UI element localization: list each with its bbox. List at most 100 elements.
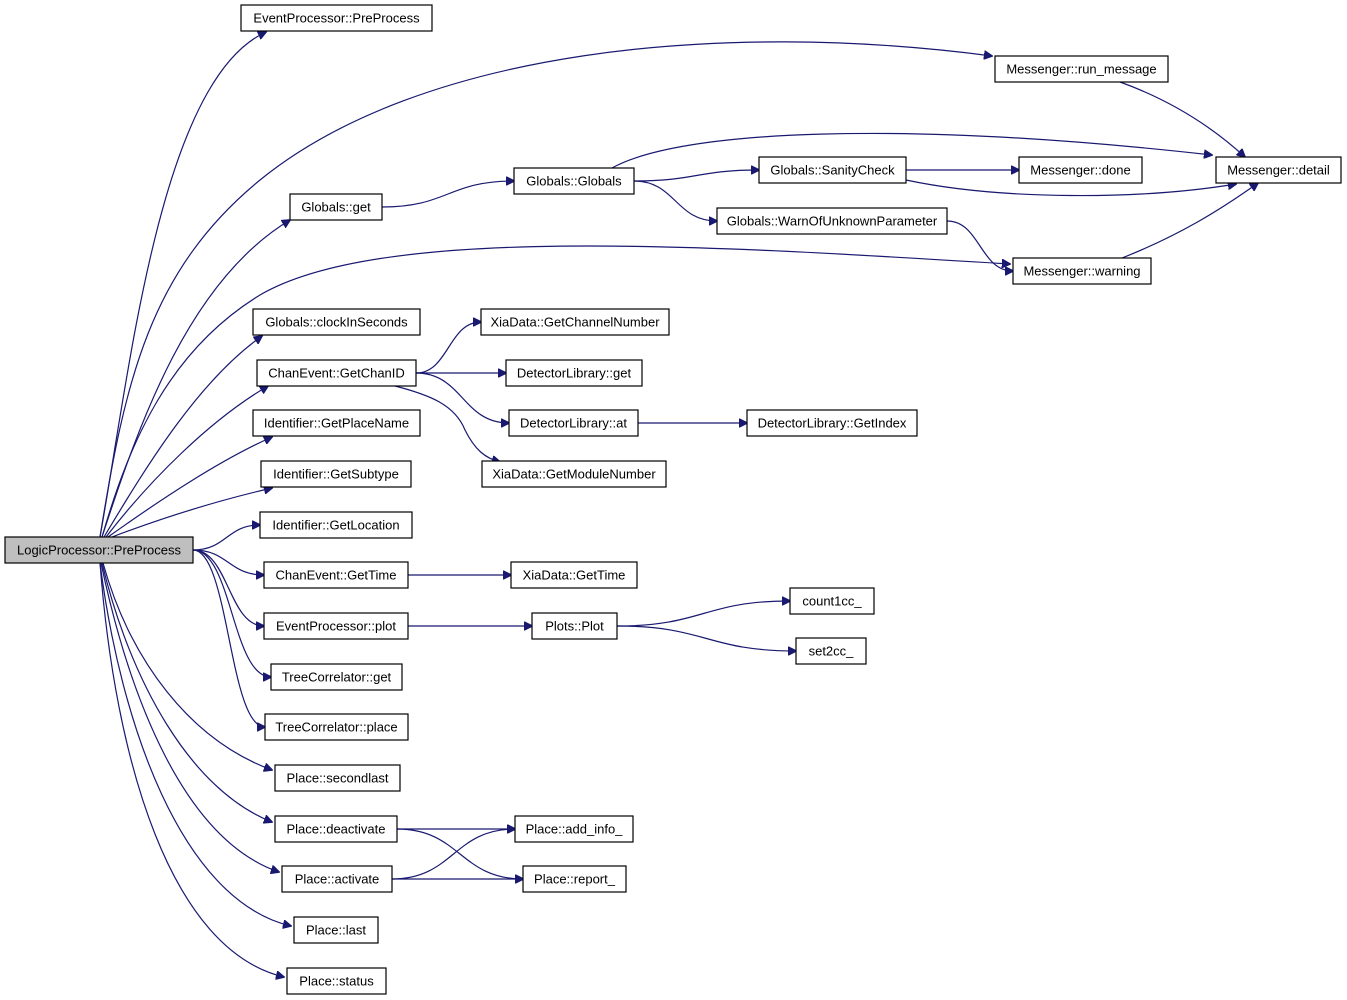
node-box[interactable] [1012, 257, 1152, 285]
node-box[interactable] [240, 4, 433, 32]
node-chan-gettime[interactable]: ChanEvent::GetTime [263, 561, 409, 589]
edge-chan-getchanid-to-xia-module [394, 385, 500, 462]
node-ep-preprocess[interactable]: EventProcessor::PreProcess [240, 4, 433, 32]
node-globals-globals[interactable]: Globals::Globals [513, 167, 635, 195]
node-box[interactable] [260, 460, 412, 488]
node-place-status[interactable]: Place::status [286, 967, 387, 995]
node-box[interactable] [259, 511, 413, 539]
node-globals-get[interactable]: Globals::get [289, 193, 383, 221]
node-box[interactable] [795, 637, 867, 665]
edge-root-to-msg-warning [101, 245, 1010, 538]
node-box[interactable] [513, 167, 635, 195]
node-box[interactable] [252, 308, 421, 336]
node-msg-done[interactable]: Messenger::done [1018, 156, 1143, 184]
node-label: Globals::Globals [526, 174, 622, 189]
node-xia-channel[interactable]: XiaData::GetChannelNumber [480, 308, 670, 336]
node-detlib-index[interactable]: DetectorLibrary::GetIndex [746, 409, 918, 437]
node-box[interactable] [263, 561, 409, 589]
edge-msg-warning-to-msg-detail [1121, 183, 1258, 259]
node-detlib-get[interactable]: DetectorLibrary::get [505, 359, 643, 387]
node-set2cc[interactable]: set2cc_ [795, 637, 867, 665]
node-plots-plot[interactable]: Plots::Plot [531, 612, 618, 640]
node-box[interactable] [481, 460, 667, 488]
node-tree-place[interactable]: TreeCorrelator::place [264, 713, 409, 741]
edge-globals-globals-to-msg-detail [611, 132, 1212, 169]
node-ident-subtype[interactable]: Identifier::GetSubtype [260, 460, 412, 488]
edge-globals-warn-to-msg-warning [946, 220, 1013, 271]
node-box[interactable] [286, 967, 387, 995]
node-chan-getchanid[interactable]: ChanEvent::GetChanID [256, 359, 417, 387]
node-detlib-at[interactable]: DetectorLibrary::at [508, 409, 639, 437]
node-globals-clock[interactable]: Globals::clockInSeconds [252, 308, 421, 336]
node-box[interactable] [510, 561, 638, 589]
edge-root-to-ident-subtype [111, 488, 272, 538]
node-box[interactable] [508, 409, 639, 437]
node-label: XiaData::GetTime [523, 568, 626, 583]
node-label: Messenger::run_message [1006, 62, 1156, 77]
node-msg-detail[interactable]: Messenger::detail [1215, 156, 1342, 184]
node-tree-get[interactable]: TreeCorrelator::get [270, 663, 403, 691]
node-box[interactable] [758, 156, 907, 184]
node-label: TreeCorrelator::place [275, 720, 397, 735]
node-label: DetectorLibrary::at [520, 416, 627, 431]
node-label: Identifier::GetPlaceName [264, 416, 409, 431]
node-box[interactable] [274, 815, 398, 843]
node-place-deactivate[interactable]: Place::deactivate [274, 815, 398, 843]
edge-root-to-place-secondlast [102, 562, 272, 770]
edge-plots-plot-to-set2cc [616, 625, 796, 651]
node-box[interactable] [264, 713, 409, 741]
node-box[interactable] [505, 359, 643, 387]
node-xia-module[interactable]: XiaData::GetModuleNumber [481, 460, 667, 488]
node-place-last[interactable]: Place::last [293, 916, 379, 944]
node-box[interactable] [4, 536, 194, 564]
node-box[interactable] [531, 612, 618, 640]
node-box[interactable] [1018, 156, 1143, 184]
node-label: Place::deactivate [286, 822, 385, 837]
node-box[interactable] [480, 308, 670, 336]
node-root[interactable]: LogicProcessor::PreProcess [4, 536, 194, 564]
node-box[interactable] [252, 409, 421, 437]
node-box[interactable] [1215, 156, 1342, 184]
node-globals-sanity[interactable]: Globals::SanityCheck [758, 156, 907, 184]
node-label: LogicProcessor::PreProcess [17, 543, 182, 558]
edge-root-to-msg-run-message [99, 41, 992, 538]
node-msg-warning[interactable]: Messenger::warning [1012, 257, 1152, 285]
node-label: Globals::WarnOfUnknownParameter [727, 214, 938, 229]
node-ident-location[interactable]: Identifier::GetLocation [259, 511, 413, 539]
node-place-report[interactable]: Place::report_ [522, 865, 627, 893]
node-ident-placename[interactable]: Identifier::GetPlaceName [252, 409, 421, 437]
node-box[interactable] [746, 409, 918, 437]
node-box[interactable] [789, 587, 875, 615]
node-ep-plot[interactable]: EventProcessor::plot [263, 612, 409, 640]
node-count1cc[interactable]: count1cc_ [789, 587, 875, 615]
node-box[interactable] [270, 663, 403, 691]
node-place-activate[interactable]: Place::activate [281, 865, 393, 893]
node-box[interactable] [522, 865, 627, 893]
node-place-addinfo[interactable]: Place::add_info_ [514, 815, 634, 843]
node-label: EventProcessor::plot [276, 619, 396, 634]
edge-root-to-place-last [99, 562, 291, 926]
node-box[interactable] [281, 865, 393, 893]
node-box[interactable] [263, 612, 409, 640]
node-label: DetectorLibrary::GetIndex [758, 416, 907, 431]
edge-root-to-place-status [99, 562, 284, 977]
node-box[interactable] [716, 207, 948, 235]
node-label: Place::report_ [534, 872, 616, 887]
node-place-secondlast[interactable]: Place::secondlast [274, 764, 401, 792]
node-xia-gettime[interactable]: XiaData::GetTime [510, 561, 638, 589]
node-box[interactable] [256, 359, 417, 387]
node-box[interactable] [293, 916, 379, 944]
node-box[interactable] [289, 193, 383, 221]
node-label: ChanEvent::GetChanID [268, 366, 405, 381]
node-msg-run-message[interactable]: Messenger::run_message [994, 55, 1169, 83]
edge-root-to-ep-plot [192, 549, 264, 626]
edge-chan-getchanid-to-xia-channel [415, 322, 481, 374]
node-box[interactable] [994, 55, 1169, 83]
node-box[interactable] [514, 815, 634, 843]
edge-root-to-globals-clock [103, 336, 262, 538]
node-globals-warn[interactable]: Globals::WarnOfUnknownParameter [716, 207, 948, 235]
edge-root-to-place-deactivate [101, 562, 272, 822]
edge-root-to-chan-getchanid [105, 386, 268, 538]
node-box[interactable] [274, 764, 401, 792]
